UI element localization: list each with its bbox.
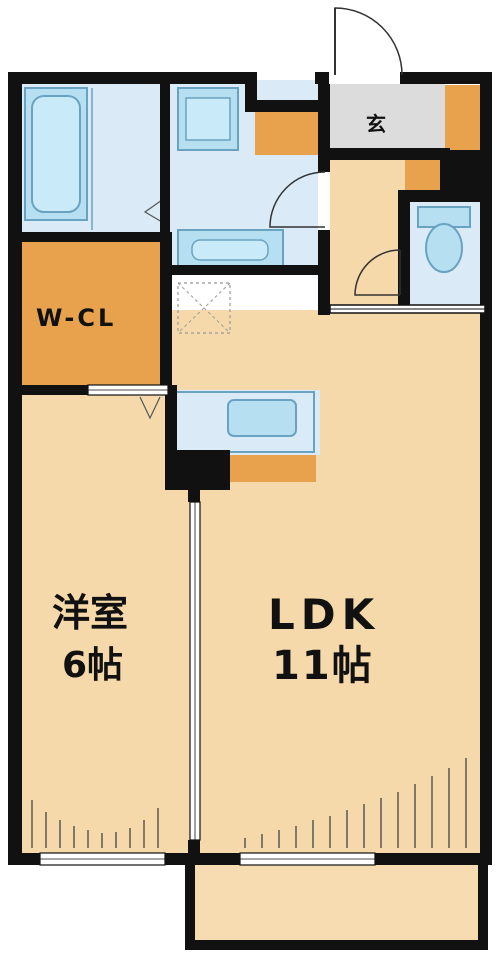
kitchen-cabinet xyxy=(228,455,316,482)
toilet-door-swing xyxy=(354,249,401,296)
entrance-door-swing xyxy=(334,7,403,76)
western-room-tick-marks xyxy=(31,800,159,848)
outer-wall-top xyxy=(8,72,170,84)
western-room-label-line1: 洋室 xyxy=(52,591,129,635)
ldk-label-line1: LDK xyxy=(268,590,381,639)
entrance-label: 玄 xyxy=(366,112,386,136)
ldk-tick-marks xyxy=(244,758,467,848)
entrance-floor xyxy=(325,80,445,150)
balcony-floor xyxy=(195,865,480,945)
outer-wall-right xyxy=(480,72,492,865)
bathtub-inner xyxy=(31,95,81,213)
hall-cabinet xyxy=(405,160,440,190)
balcony-wall-left xyxy=(185,860,195,950)
balcony-wall-right xyxy=(478,860,488,950)
bathroom-door-mark xyxy=(143,199,163,223)
walk-in-closet-floor xyxy=(20,240,165,390)
closet-door-mark xyxy=(139,396,161,420)
hallway-floor xyxy=(330,160,410,310)
balcony-wall-bottom xyxy=(185,940,488,950)
kitchen-sink xyxy=(227,399,297,437)
ldk-label-line2: 11帖 xyxy=(272,643,374,689)
shoe-cabinet xyxy=(445,85,480,150)
western-room-floor xyxy=(20,395,190,855)
washroom-door-swing xyxy=(269,171,326,228)
outer-wall-left xyxy=(8,72,22,865)
toilet-bowl xyxy=(425,223,463,273)
western-room-label-line2: 6帖 xyxy=(62,645,124,686)
refrigerator-space xyxy=(177,282,231,334)
walk-in-closet-label: W-CL xyxy=(36,304,117,332)
washroom-cabinet xyxy=(255,110,320,155)
entrance-door-opening xyxy=(329,72,400,84)
